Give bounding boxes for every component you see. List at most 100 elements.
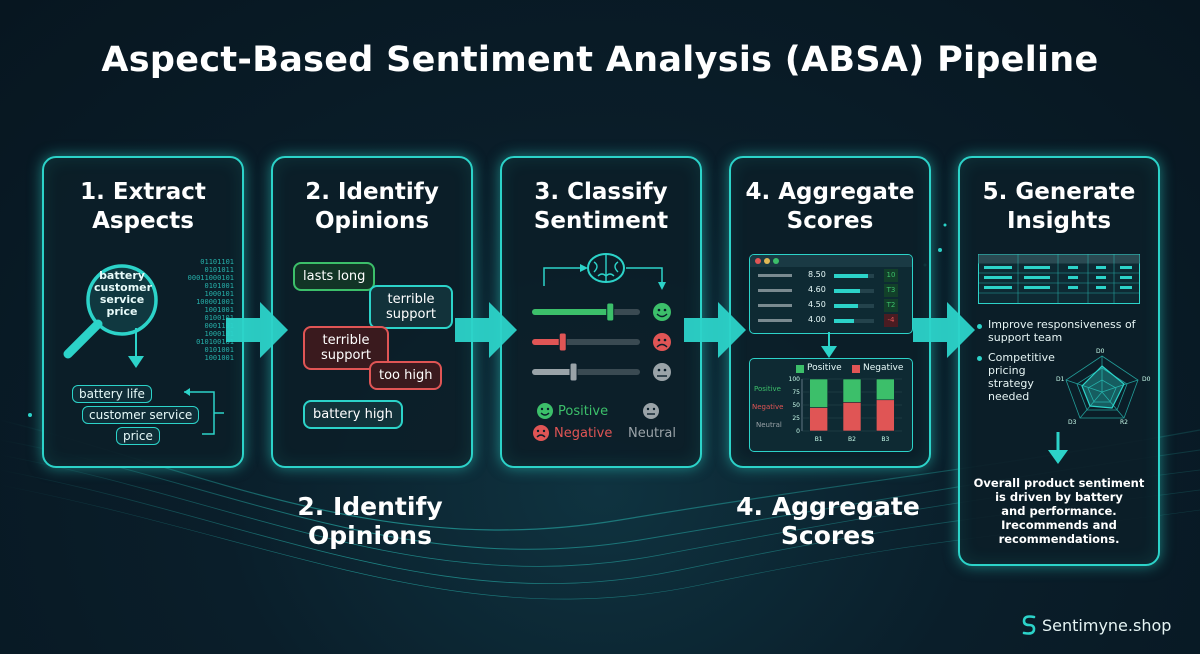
radar-label-left: D1 bbox=[1056, 376, 1065, 383]
chart-legend-positive: Positive bbox=[807, 363, 842, 373]
chart-legend-positive-swatch bbox=[796, 365, 804, 373]
sentiment-sliders bbox=[532, 302, 671, 382]
insights-table-icon bbox=[978, 254, 1140, 304]
chart-ytick-label: 0 bbox=[796, 428, 800, 435]
flow-arrow-2 bbox=[455, 302, 517, 358]
bar-positive-b3 bbox=[876, 378, 895, 401]
legend-negative: Negative bbox=[554, 426, 613, 441]
aspect-battery-life: battery life bbox=[72, 385, 152, 403]
score-row-score: T3 bbox=[884, 284, 898, 297]
chart-ytick-label: 50 bbox=[792, 402, 800, 409]
window-titlebar bbox=[750, 255, 912, 267]
bar-chart-panel: Positive Negative Positive Negative Neut… bbox=[749, 358, 913, 452]
score-row-track bbox=[834, 304, 874, 308]
score-row-score: 10 bbox=[884, 269, 898, 282]
bar-negative-b2 bbox=[842, 402, 862, 432]
bar-positive-b2 bbox=[842, 378, 862, 403]
insight-bullet-1: Improve responsiveness of support team bbox=[988, 318, 1136, 344]
row-label-positive: Positive bbox=[754, 385, 781, 393]
slider-knob bbox=[569, 362, 578, 382]
negative-face-icon bbox=[653, 333, 671, 351]
radar-label-bottom-left: D3 bbox=[1068, 419, 1077, 426]
down-arrow-icon bbox=[821, 332, 837, 358]
flow-arrow-1 bbox=[226, 302, 288, 358]
radar-chart-icon bbox=[1065, 355, 1139, 419]
score-row-score: T2 bbox=[884, 299, 898, 312]
bullet-2-dot bbox=[977, 356, 982, 361]
score-row-label-bar bbox=[758, 289, 792, 292]
chart-xtick-label: B3 bbox=[881, 436, 889, 443]
radar-label-top: D0 bbox=[1096, 348, 1105, 355]
window-max-dot bbox=[773, 258, 779, 264]
positive-face-icon bbox=[537, 403, 553, 419]
score-row-fill bbox=[834, 304, 858, 308]
legend-positive: Positive bbox=[558, 404, 609, 419]
insight-bullet-2: Competitive pricing strategy needed bbox=[988, 351, 1055, 403]
radar-label-bottom-right: R2 bbox=[1120, 419, 1128, 426]
aspect-customer-service: customer service bbox=[82, 406, 200, 424]
score-row: 4.50 T2 bbox=[750, 299, 912, 313]
aspect-price: price bbox=[116, 427, 160, 445]
down-arrow-icon bbox=[1048, 432, 1068, 464]
radar-label-right: D0 bbox=[1142, 376, 1151, 383]
chart-xtick-label: B2 bbox=[848, 436, 856, 443]
bullet-1-dot bbox=[977, 324, 982, 329]
legend-neutral: Neutral bbox=[628, 426, 676, 441]
score-row-fill bbox=[834, 289, 860, 293]
slider-fill bbox=[532, 309, 610, 315]
opinion-bubble-battery-high: battery high bbox=[303, 400, 403, 429]
row-label-negative: Negative bbox=[752, 403, 784, 411]
score-row: 4.60 T3 bbox=[750, 284, 912, 298]
flow-arrow-3 bbox=[684, 302, 746, 358]
score-row-value: 8.50 bbox=[808, 270, 826, 279]
slider-knob bbox=[606, 302, 615, 322]
extract-connectors bbox=[128, 328, 224, 435]
opinion-bubble-too-high: too high bbox=[369, 361, 443, 390]
positive-face-icon bbox=[653, 303, 671, 321]
brain-icon bbox=[543, 253, 666, 290]
flow-arrow-4 bbox=[913, 302, 975, 358]
chart-ytick-label: 75 bbox=[792, 389, 800, 396]
chart-legend-negative: Negative bbox=[863, 363, 904, 373]
negative-face-icon bbox=[533, 425, 549, 441]
score-row-value: 4.50 bbox=[808, 300, 826, 309]
score-row-track bbox=[834, 274, 874, 278]
score-row-track bbox=[834, 319, 874, 323]
neutral-face-icon bbox=[653, 363, 671, 381]
score-row: 8.50 10 bbox=[750, 269, 912, 283]
page-title: Aspect-Based Sentiment Analysis (ABSA) P… bbox=[101, 40, 1099, 80]
bar-negative-b3 bbox=[876, 399, 895, 432]
bar-positive-b1 bbox=[809, 378, 828, 408]
chart-legend-negative-swatch bbox=[852, 365, 860, 373]
score-row-value: 4.00 bbox=[808, 315, 826, 324]
scores-window: 8.50 10 4.60 T3 4.50 T2 4.00 -4 bbox=[749, 254, 913, 334]
chart-ytick-label: 25 bbox=[792, 415, 800, 422]
bar-negative-b1 bbox=[809, 407, 828, 432]
score-row-score: -4 bbox=[884, 314, 898, 327]
opinion-bubble-terrible-support-2: terrible support bbox=[303, 326, 389, 370]
score-row-track bbox=[834, 289, 874, 293]
slider-knob bbox=[558, 332, 567, 352]
score-row-value: 4.60 bbox=[808, 285, 826, 294]
opinion-bubble-lasts-long: lasts long bbox=[293, 262, 376, 291]
s-logo-icon bbox=[1022, 615, 1036, 635]
brand-name: Sentimyne.shop bbox=[1042, 616, 1172, 635]
score-row-label-bar bbox=[758, 274, 792, 277]
score-row: 4.00 -4 bbox=[750, 314, 912, 328]
opinion-bubble-terrible-support-1: terrible support bbox=[369, 285, 453, 329]
row-label-neutral: Neutral bbox=[756, 421, 782, 429]
score-row-label-bar bbox=[758, 319, 792, 322]
